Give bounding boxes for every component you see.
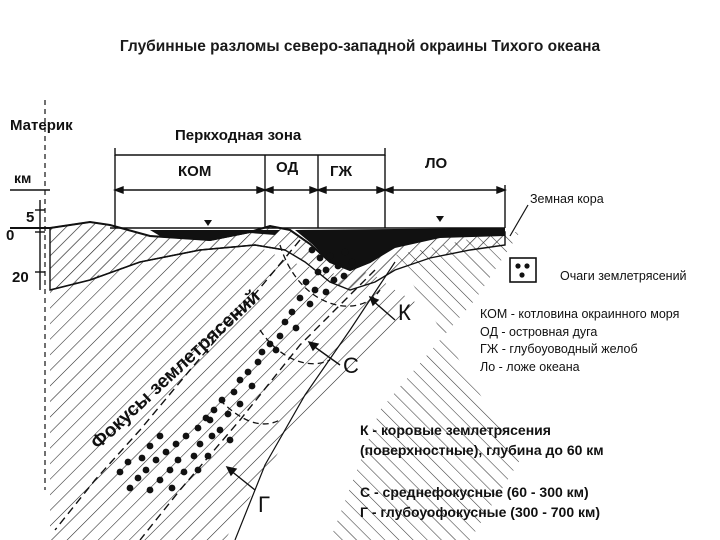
legend-item-kom: КОМ - котловина окраинного моря	[480, 307, 680, 321]
earthquake-focus-dot	[196, 440, 204, 448]
zone-k-label: К	[398, 300, 411, 325]
earthquake-focus-dot	[210, 406, 218, 414]
legend-k-line2: (поверхностные), глубина до 60 км	[360, 442, 604, 458]
earthquake-focus-dot	[230, 388, 238, 396]
legend-g: Г - глубоуофокусные (300 - 700 км)	[360, 504, 601, 520]
legend-item-gzh: ГЖ - глубоуоводный желоб	[480, 342, 638, 356]
earthquake-focus-dot	[236, 400, 244, 408]
earthquake-focus-dot	[248, 382, 256, 390]
earthquake-focus-dot	[236, 376, 244, 384]
legend-item-lo: Ло - ложе океана	[480, 359, 580, 374]
earthquake-foci-dots	[116, 246, 356, 494]
earthquake-focus-dot	[180, 468, 188, 476]
earthquake-focus-dot	[340, 272, 348, 280]
earthquake-focus-dot	[348, 258, 356, 266]
legend-item-od: ОД - островная дуга	[480, 324, 598, 339]
earthquake-focus-dot	[322, 266, 330, 274]
earthquake-focus-dot	[306, 300, 314, 308]
legend-k-line1: К - коровые землетрясения	[360, 422, 551, 438]
earthquake-focus-dot	[156, 476, 164, 484]
subduction-slab-lines	[44, 100, 396, 540]
slide-title: Глубинные разломы северо-западной окраин…	[119, 38, 601, 55]
earthquake-focus-dot	[116, 468, 124, 476]
earthquake-focus-dot	[174, 456, 182, 464]
depth-5-label: 5	[26, 209, 34, 226]
moho-boundary	[49, 244, 286, 291]
earthquake-foci-label: Очаги землетрясений	[560, 269, 687, 283]
earthquake-focus-dot	[166, 466, 174, 474]
earthquake-focus-dot	[218, 396, 226, 404]
zone-g-label: Г	[258, 492, 270, 517]
abbreviation-legend: КОМ - котловина окраинного моря ОД - ост…	[480, 306, 679, 376]
earthquake-focus-dot	[266, 340, 274, 348]
mantle-right	[330, 232, 520, 540]
earthquake-focus-dot	[194, 424, 202, 432]
earthquake-focus-dot	[126, 484, 134, 492]
earthquake-focus-dot	[281, 318, 289, 326]
earthquake-focus-dot	[172, 440, 180, 448]
earthquake-focus-dot	[330, 276, 338, 284]
zone-bracket	[113, 148, 507, 228]
earthquake-focus-dot	[308, 246, 316, 254]
earthquake-focus-dot	[146, 486, 154, 494]
earthquake-focus-dot	[244, 368, 252, 376]
earthquake-focus-dot	[194, 466, 202, 474]
continent-label: Материк	[10, 117, 73, 134]
lo-label: ЛО	[425, 155, 448, 172]
earthquake-focus-dot	[156, 432, 164, 440]
earthquake-focus-dot	[254, 358, 262, 366]
earthquake-focus-dot	[296, 294, 304, 302]
earthquake-focus-dot	[206, 416, 214, 424]
kom-label: КОМ	[178, 163, 211, 180]
zone-arrows	[225, 295, 396, 491]
earthquake-focus-dot	[168, 484, 176, 492]
km-label: км	[14, 170, 31, 186]
earthquake-focus-dot	[216, 426, 224, 434]
od-label: ОД	[276, 159, 298, 176]
foci-legend-icon	[509, 257, 537, 283]
earth-crust-label: Земная кора	[530, 192, 604, 206]
earthquake-focus-dot	[124, 458, 132, 466]
earthquake-focus-dot	[326, 252, 334, 260]
legend-c: С - среднефокусные (60 - 300 км)	[360, 484, 589, 500]
earthquake-focus-dot	[208, 432, 216, 440]
transition-zone-label: Перкходная зона	[175, 127, 302, 144]
earthquake-focus-dot	[190, 452, 198, 460]
earthquake-focus-dot	[226, 436, 234, 444]
zone-c-label: С	[343, 353, 359, 378]
depth-0-label: 0	[6, 227, 14, 244]
earthquake-focus-dot	[341, 248, 349, 256]
earthquake-focus-dot	[162, 448, 170, 456]
earthquake-focus-dot	[276, 332, 284, 340]
earthquake-focus-dot	[311, 286, 319, 294]
earthquake-focus-dot	[142, 466, 150, 474]
earthquake-focus-dot	[258, 348, 266, 356]
earthquake-focus-dot	[146, 442, 154, 450]
earthquake-focus-dot	[288, 308, 296, 316]
gzh-label: ГЖ	[330, 163, 353, 180]
earthquake-focus-dot	[152, 456, 160, 464]
depth-axis	[10, 189, 50, 290]
earthquake-focus-dot	[302, 278, 310, 286]
earthquake-focus-dot	[204, 452, 212, 460]
earthquake-focus-dot	[272, 346, 280, 354]
earthquake-focus-dot	[316, 254, 324, 262]
earthquake-focus-dot	[138, 454, 146, 462]
earthquake-focus-dot	[322, 288, 330, 296]
earthquake-focus-dot	[182, 432, 190, 440]
earth-crust-pointer	[509, 204, 529, 237]
earthquake-focus-dot	[314, 268, 322, 276]
earthquake-focus-dot	[134, 474, 142, 482]
earth-surface	[10, 216, 506, 272]
earthquake-focus-dot	[224, 410, 232, 418]
earthquake-focus-dot	[334, 262, 342, 270]
depth-20-label: 20	[12, 269, 29, 286]
earthquake-focus-dot	[292, 324, 300, 332]
depth-legend: К - коровые землетрясения (поверхностные…	[360, 420, 604, 522]
